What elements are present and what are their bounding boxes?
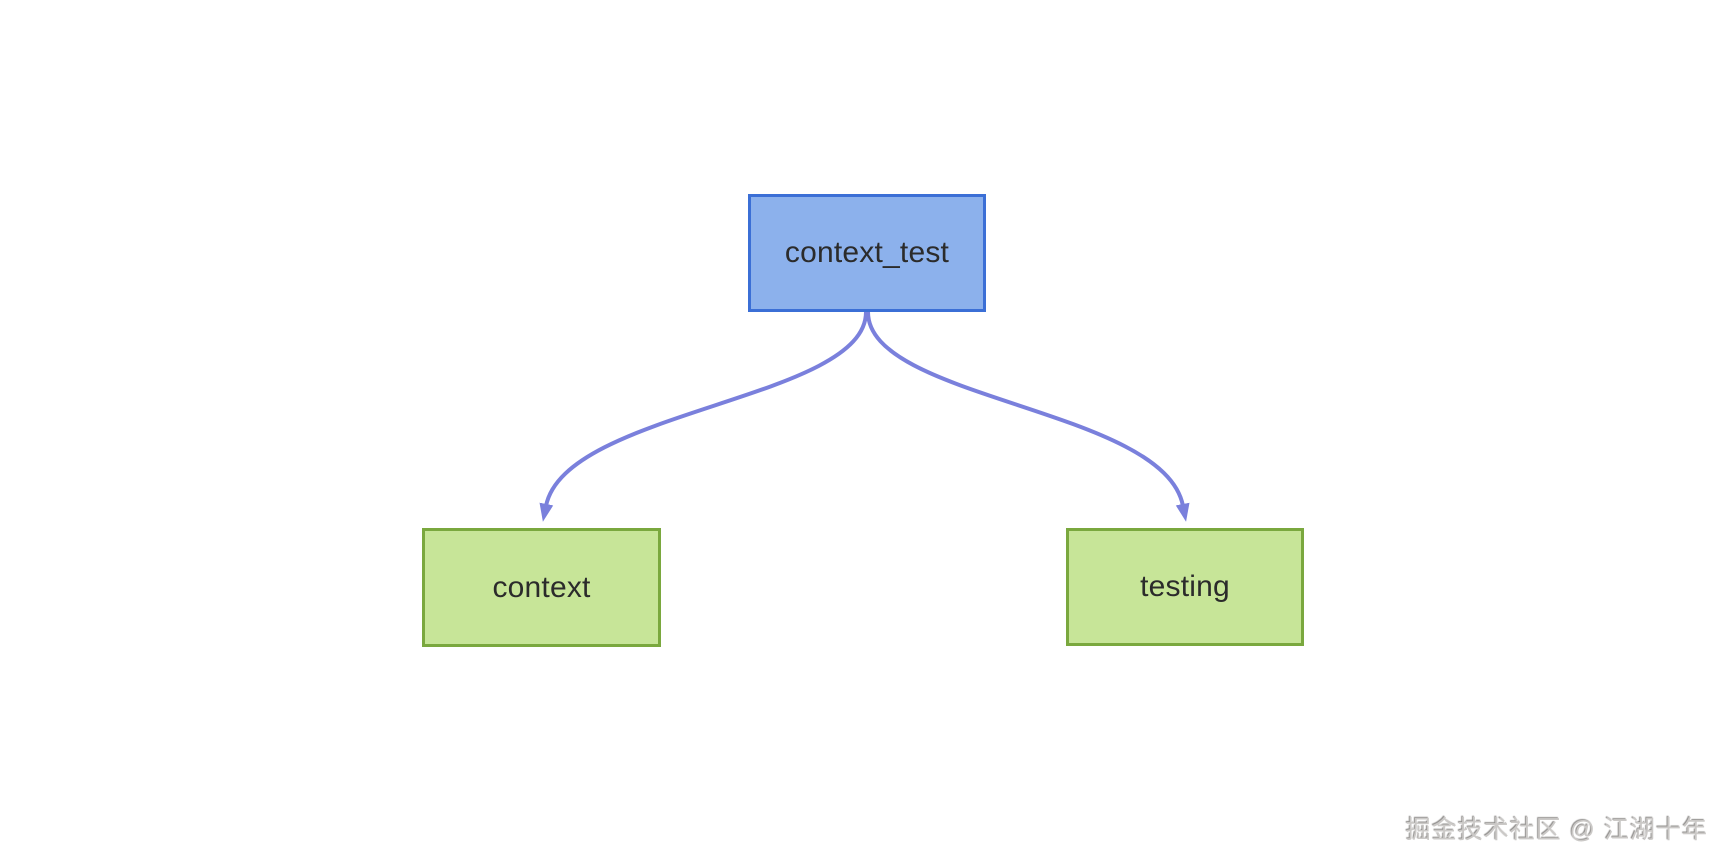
node-testing: testing [1066, 528, 1304, 646]
node-context: context [422, 528, 661, 647]
watermark: 掘金技术社区 @ 江湖十年 [1405, 816, 1708, 844]
edge-context_test-to-testing [866, 310, 1190, 522]
edge-context_test-to-context [539, 310, 868, 522]
node-testing-label: testing [1140, 570, 1230, 603]
node-context-test: context_test [748, 194, 986, 312]
node-context-test-label: context_test [784, 236, 950, 269]
node-context-label: context [492, 570, 591, 604]
